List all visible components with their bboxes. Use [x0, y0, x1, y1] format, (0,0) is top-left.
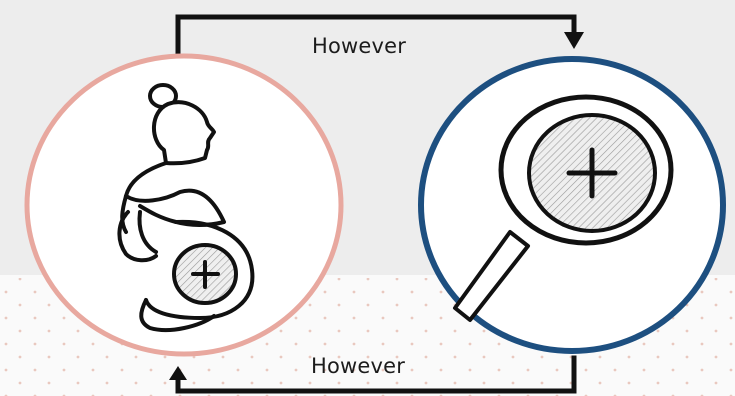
bottom-edge-label: However — [311, 354, 405, 378]
top-edge-label: However — [312, 34, 406, 58]
